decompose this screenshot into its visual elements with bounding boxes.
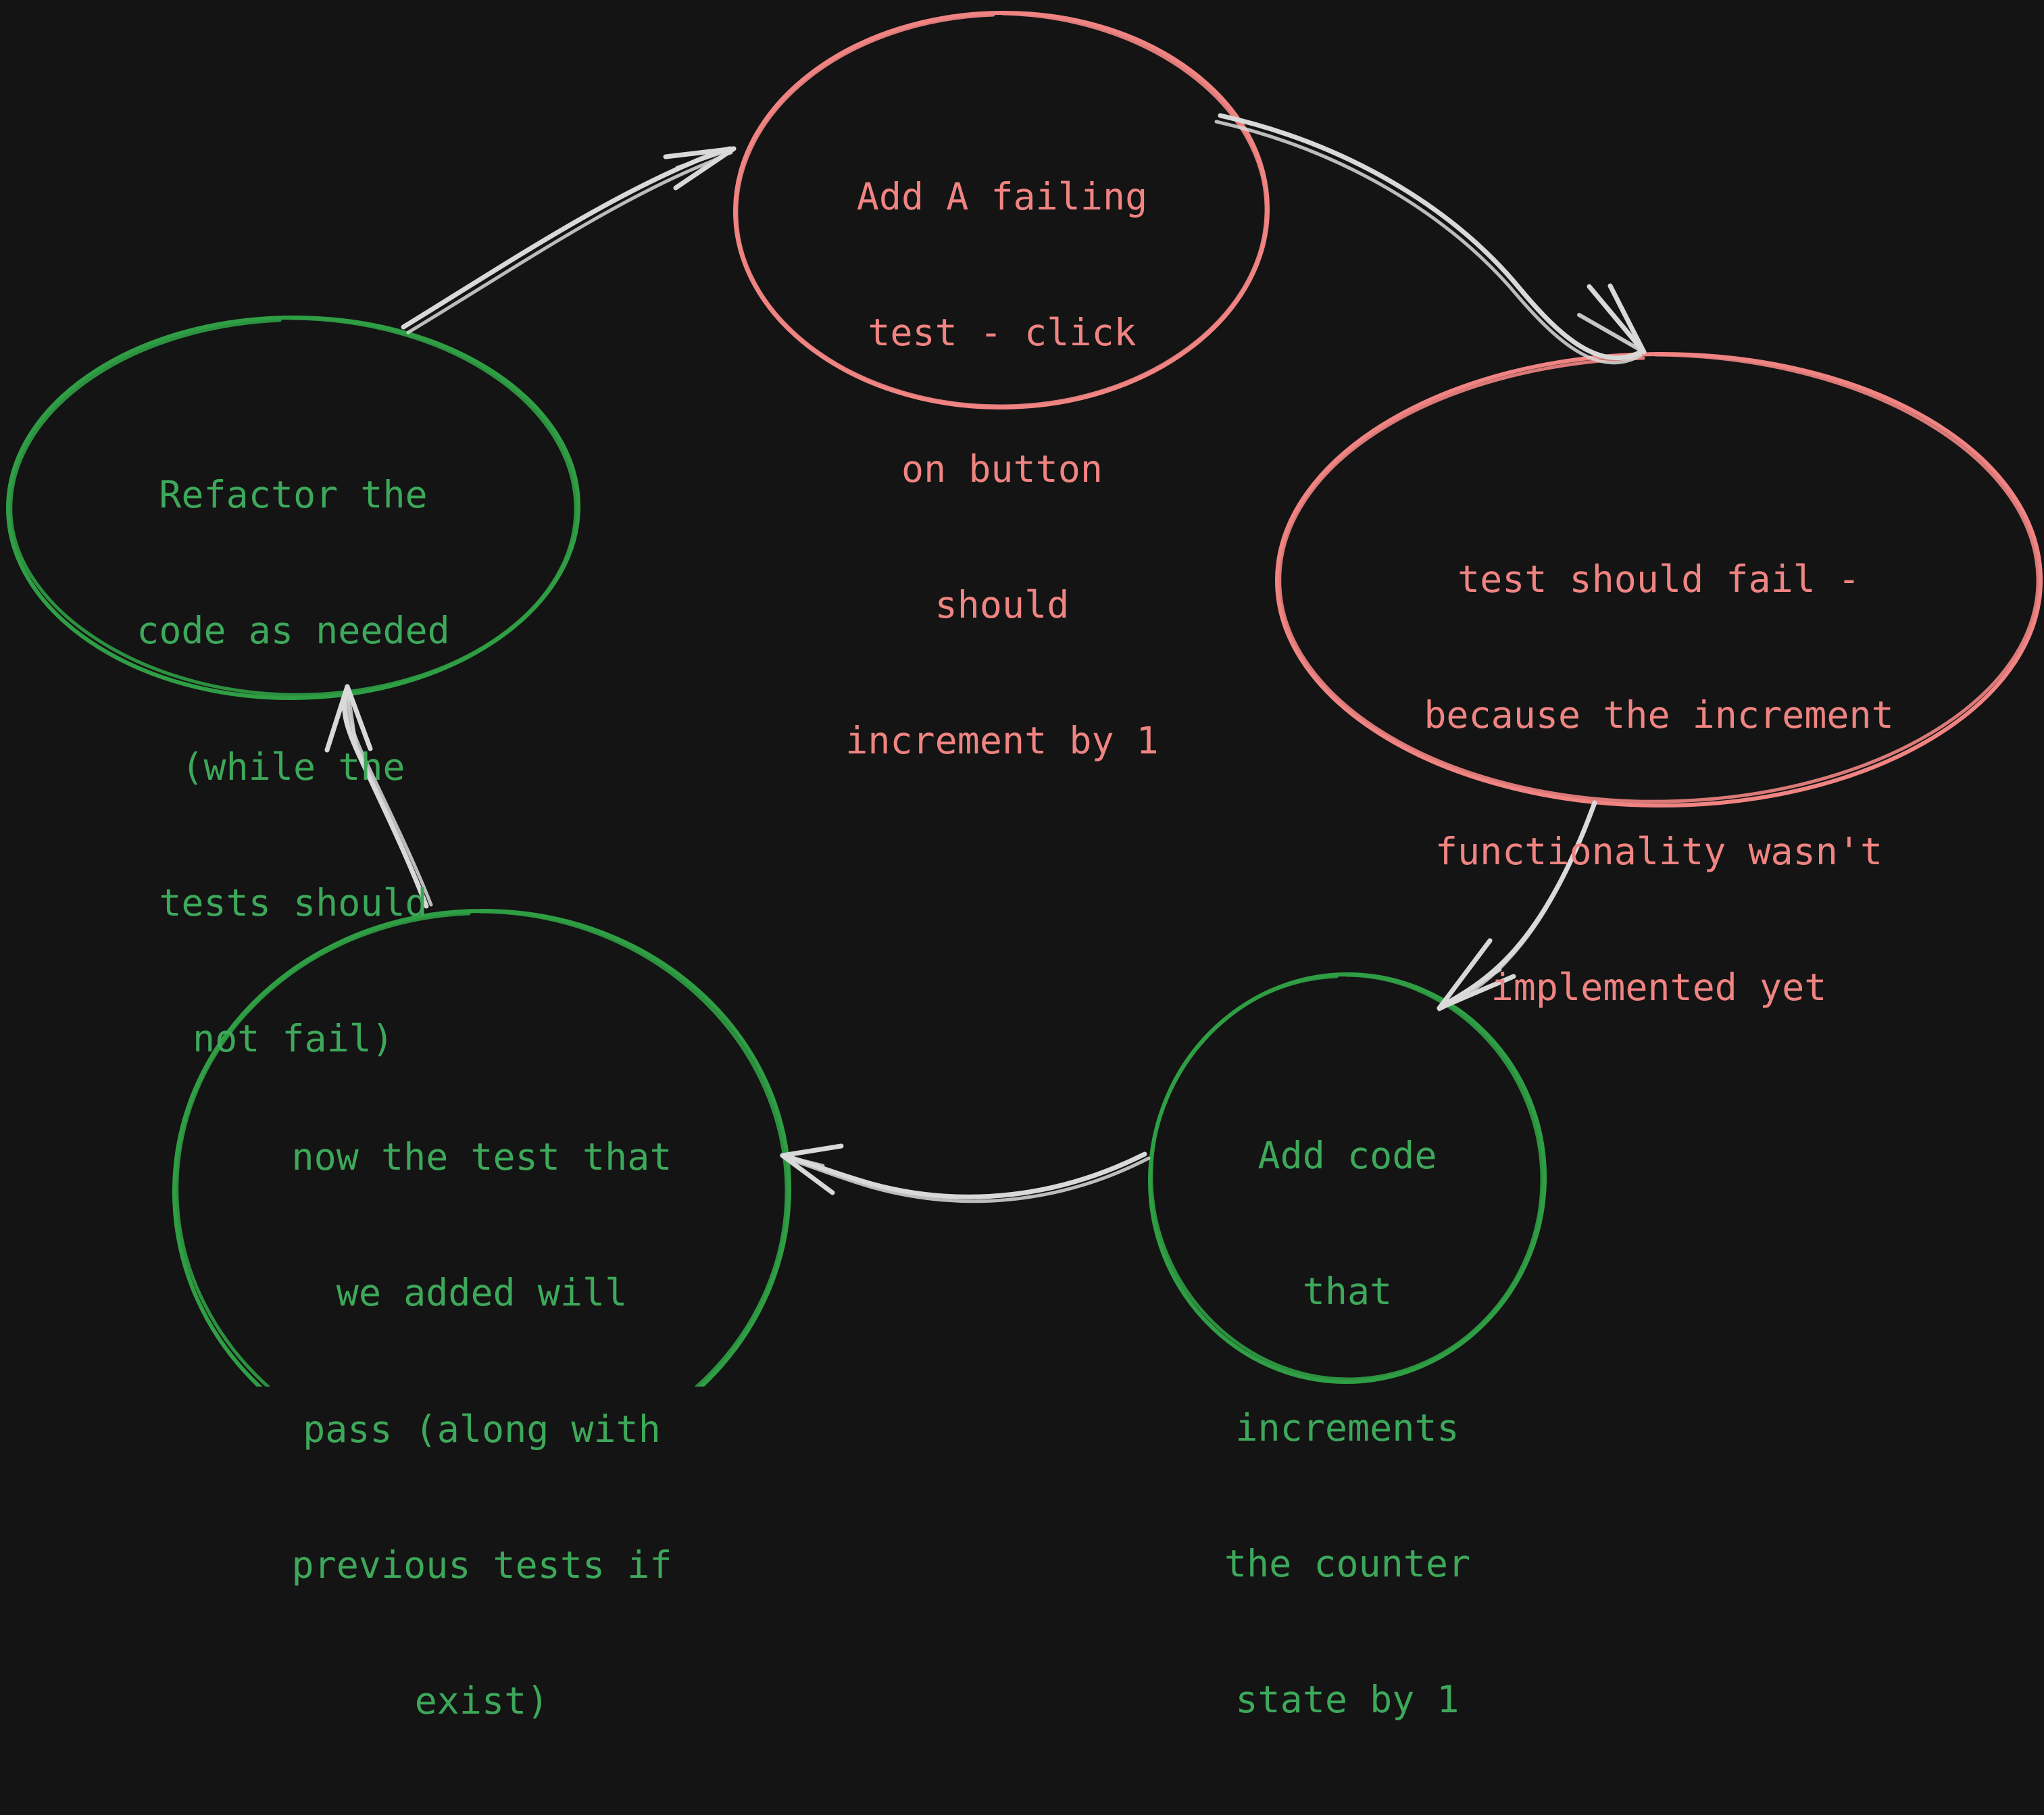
node-shape-test-should-fail[interactable] [1274,351,2043,808]
node-line: exist) [414,1679,549,1723]
edge-refactor-to-failing [401,146,737,334]
node-line: state by 1 [1235,1678,1460,1722]
edge-addcode-to-passes [780,1143,1151,1203]
edge-passes-to-refactor [324,684,433,909]
diagram-canvas: Add A failing test - click on button sho… [5,10,2043,1723]
node-line: pass (along with [303,1407,661,1451]
node-line: the counter [1224,1542,1471,1586]
node-line: increments [1235,1406,1460,1449]
node-shape-add-code-increment[interactable] [1147,972,1547,1385]
edge-failing-to-fail [1214,113,1647,365]
diagram-svg [5,10,2043,1387]
node-shape-add-failing-test[interactable] [732,10,1270,410]
node-line: previous tests if [291,1543,672,1587]
node-shape-test-now-passes[interactable] [172,908,792,1387]
node-shape-refactor-code[interactable] [5,315,581,701]
edge-fail-to-addcode [1437,800,1597,1012]
